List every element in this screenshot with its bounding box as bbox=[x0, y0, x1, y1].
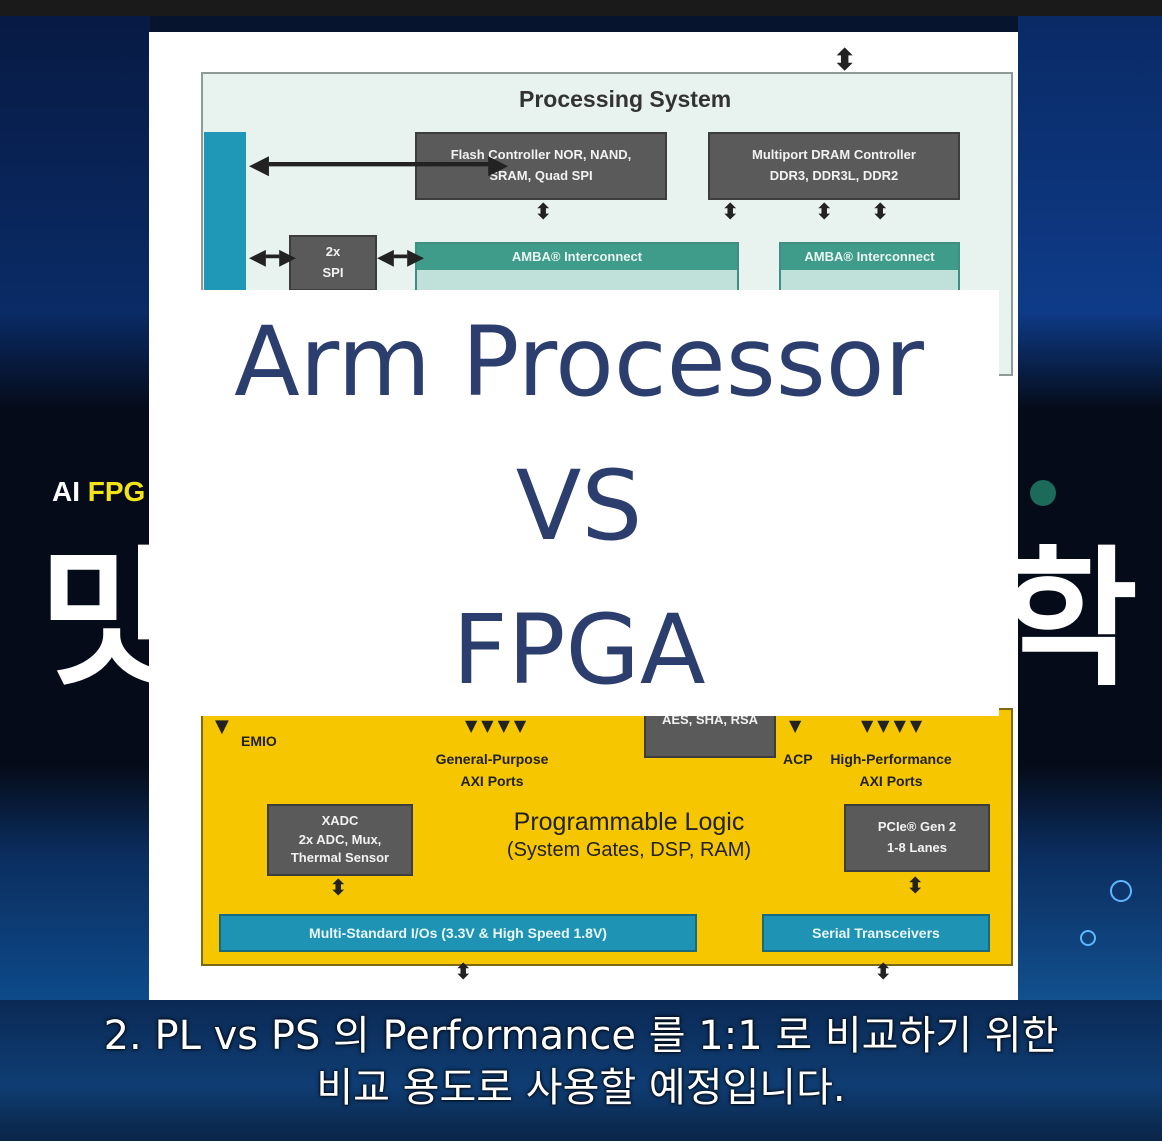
spi-line1: 2x bbox=[325, 244, 341, 260]
acp-label: ACP bbox=[783, 751, 813, 767]
flash-controller-line1: Flash Controller NOR, NAND, bbox=[450, 147, 632, 163]
decor-dot bbox=[1030, 480, 1056, 506]
dram-controller-line1: Multiport DRAM Controller bbox=[752, 147, 916, 163]
overlay-line-vs: VS bbox=[515, 450, 643, 562]
double-arrow-icon: ◀━━━━━━━━━━━━━━▶ bbox=[249, 150, 509, 180]
vertical-arrow-icon: ⬍ bbox=[329, 876, 348, 901]
vertical-arrow-icon: ⬍ bbox=[874, 960, 893, 985]
vertical-arrow-icon: ⬍ bbox=[871, 200, 890, 225]
spi-box: 2x SPI bbox=[289, 235, 377, 291]
general-purpose-axi-label: General-Purpose AXI Ports bbox=[419, 748, 565, 793]
xadc-box: XADC 2x ADC, Mux, Thermal Sensor bbox=[267, 804, 413, 876]
background-left bbox=[0, 16, 150, 1001]
overlay-line-fpga: FPGA bbox=[452, 594, 706, 706]
video-top-bar bbox=[0, 0, 1162, 16]
down-arrow-icon: ▼▼▼▼ bbox=[465, 716, 531, 735]
serial-transceivers-bar: Serial Transceivers bbox=[762, 914, 990, 952]
programmable-logic-title: Programmable Logic (System Gates, DSP, R… bbox=[459, 808, 799, 862]
pcie-line2: 1-8 Lanes bbox=[887, 840, 947, 855]
programmable-logic-subtitle: (System Gates, DSP, RAM) bbox=[506, 839, 752, 861]
hp-axi-line2: AXI Ports bbox=[859, 773, 923, 790]
pcie-line1: PCIe® Gen 2 bbox=[877, 819, 957, 835]
xadc-line3: Thermal Sensor bbox=[290, 850, 390, 866]
background-bottom bbox=[0, 1000, 1162, 1141]
background-big-char-right: 학 bbox=[1000, 533, 1139, 707]
vertical-arrow-icon: ⬍ bbox=[815, 200, 834, 225]
vertical-arrow-icon: ⬍ bbox=[832, 43, 858, 78]
background-right bbox=[1018, 16, 1162, 1001]
multi-standard-io-bar: Multi-Standard I/Os (3.3V & High Speed 1… bbox=[219, 914, 697, 952]
hp-axi-line1: High-Performance bbox=[830, 751, 952, 767]
title-overlay: Arm Processor VS FPGA bbox=[159, 290, 999, 716]
high-performance-axi-label: High-Performance AXI Ports bbox=[821, 748, 961, 793]
vertical-arrow-icon: ⬍ bbox=[454, 960, 473, 985]
slide-panel: Processing System Flash Controller NOR, … bbox=[149, 32, 1018, 1000]
vertical-arrow-icon: ⬍ bbox=[534, 200, 553, 225]
dram-controller-line2: DDR3, DDR3L, DDR2 bbox=[769, 168, 899, 183]
pcie-box: PCIe® Gen 2 1-8 Lanes bbox=[844, 804, 990, 872]
processing-system-title: Processing System bbox=[519, 86, 732, 112]
flash-controller-line2: SRAM, Quad SPI bbox=[489, 168, 593, 183]
amba-interconnect-right-label: AMBA® Interconnect bbox=[781, 244, 958, 270]
amba-interconnect-left-label: AMBA® Interconnect bbox=[417, 244, 737, 270]
decor-dot bbox=[1110, 880, 1132, 902]
gp-axi-line1: General-Purpose bbox=[435, 751, 549, 767]
subtitle-line1: 2. PL vs PS 의 Performance 를 1:1 로 비교하기 위… bbox=[103, 1013, 1059, 1059]
double-arrow-icon: ◀━▶ bbox=[249, 245, 297, 270]
subtitle-line2: 비교 용도로 사용할 예정입니다. bbox=[316, 1065, 846, 1111]
down-arrow-icon: ▼ bbox=[789, 716, 802, 735]
dram-controller-box: Multiport DRAM Controller DDR3, DDR3L, D… bbox=[708, 132, 960, 200]
down-arrow-icon: ▼ bbox=[215, 716, 229, 737]
decor-dot bbox=[1080, 930, 1096, 946]
spi-line2: SPI bbox=[322, 265, 344, 280]
down-arrow-icon: ▼▼▼▼ bbox=[861, 716, 927, 735]
io-mux-bar bbox=[204, 132, 246, 302]
flash-controller-box: Flash Controller NOR, NAND, SRAM, Quad S… bbox=[415, 132, 667, 200]
vertical-arrow-icon: ⬍ bbox=[721, 200, 740, 225]
overlay-line-arm-processor: Arm Processor bbox=[234, 306, 924, 418]
emio-label: EMIO bbox=[241, 733, 277, 749]
xadc-line1: XADC bbox=[321, 812, 359, 828]
gp-axi-line2: AXI Ports bbox=[460, 773, 524, 790]
programmable-logic-title-text: Programmable Logic bbox=[513, 808, 745, 836]
double-arrow-icon: ◀━▶ bbox=[377, 245, 425, 270]
vertical-arrow-icon: ⬍ bbox=[906, 874, 925, 899]
background-heading-label: AI FPG bbox=[52, 476, 146, 507]
xadc-line2: 2x ADC, Mux, bbox=[298, 831, 382, 847]
video-subtitles: 2. PL vs PS 의 Performance 를 1:1 로 비교하기 위… bbox=[0, 1010, 1162, 1114]
